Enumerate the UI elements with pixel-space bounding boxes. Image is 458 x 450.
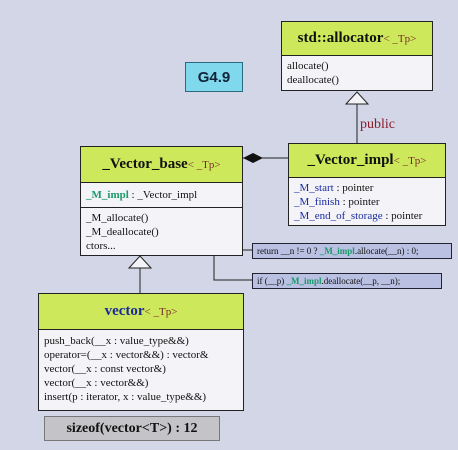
vector-method: insert(p : iterator, x : value_type&&) xyxy=(44,391,207,403)
impl-field: _M_end_of_storage : pointer xyxy=(294,210,423,222)
allocator-methods: allocate() deallocate() xyxy=(282,56,432,90)
vector-impl-class: _Vector_impl< _Tp> _M_start : pointer _M… xyxy=(288,143,446,226)
vector-method: push_back(__x : value_type&&) xyxy=(44,335,189,347)
base-method: _M_deallocate() xyxy=(86,226,159,238)
vector-impl-header: _Vector_impl< _Tp> xyxy=(289,144,445,178)
vector-impl-fields: _M_start : pointer _M_finish : pointer _… xyxy=(289,178,445,226)
vector-header: vector< _Tp> xyxy=(39,294,243,330)
vector-base-methods: _M_allocate() _M_deallocate() ctors... xyxy=(81,208,242,256)
vector-class: vector< _Tp> push_back(__x : value_type&… xyxy=(38,293,244,411)
impl-field: _M_finish : pointer xyxy=(294,196,380,208)
vector-name: vector xyxy=(104,303,145,319)
sizeof-label: sizeof(vector<T>) : 12 xyxy=(44,416,220,441)
vector-base-name: _Vector_base xyxy=(102,156,188,172)
vector-impl-tparam: < _Tp> xyxy=(393,155,427,167)
allocator-tparam: < _Tp> xyxy=(383,33,417,45)
vector-methods: push_back(__x : value_type&&) operator=(… xyxy=(39,330,243,407)
public-label: public xyxy=(360,117,395,132)
impl-field: _M_start : pointer xyxy=(294,182,374,194)
version-badge: G4.9 xyxy=(185,62,243,92)
allocator-class: std::allocator< _Tp> allocate() dealloca… xyxy=(281,21,433,91)
allocator-header: std::allocator< _Tp> xyxy=(282,22,432,56)
vector-base-fields: _M_impl : _Vector_impl xyxy=(81,183,242,208)
base-method: ctors... xyxy=(86,240,116,252)
allocator-method: allocate() xyxy=(287,60,329,72)
vector-impl-name: _Vector_impl xyxy=(307,152,394,168)
allocator-name: std::allocator xyxy=(297,30,384,46)
vector-method: operator=(__x : vector&&) : vector& xyxy=(44,349,209,361)
vector-base-header: _Vector_base< _Tp> xyxy=(81,147,242,183)
vector-base-tparam: < _Tp> xyxy=(187,159,221,171)
vector-method: vector(__x : const vector&) xyxy=(44,363,166,375)
allocator-method: deallocate() xyxy=(287,74,339,86)
deallocate-note: if (__p) _M_impl.deallocate(__p, __n); xyxy=(252,273,442,289)
vector-tparam: < _Tp> xyxy=(144,306,178,318)
allocate-note: return __n != 0 ? _M_impl.allocate(__n) … xyxy=(252,243,452,259)
vector-base-class: _Vector_base< _Tp> _M_impl : _Vector_imp… xyxy=(80,146,243,256)
base-field: _M_impl : _Vector_impl xyxy=(86,189,198,201)
base-method: _M_allocate() xyxy=(86,212,149,224)
vector-method: vector(__x : vector&&) xyxy=(44,377,149,389)
